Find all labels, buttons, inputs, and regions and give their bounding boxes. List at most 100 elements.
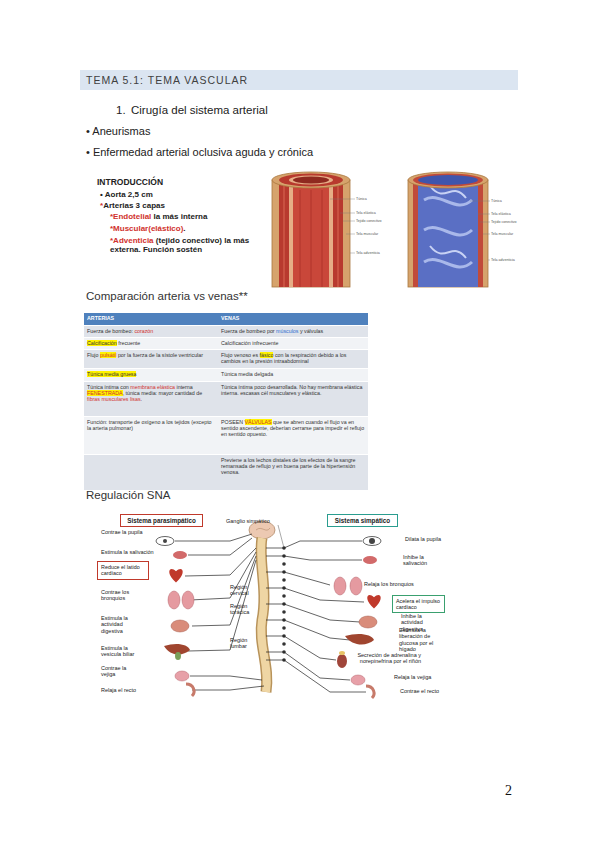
nervous-system-illustration-part (266, 541, 366, 692)
nervous-system-illustration-part-part (192, 686, 264, 690)
part-label: Túnica (491, 199, 502, 203)
bullet-item: • Enfermedad arterial oclusiva aguda y c… (86, 146, 313, 159)
table-cell: Calcificación frecuente (84, 338, 218, 349)
part-label: Tejido conectivo (356, 219, 382, 223)
region-label: Región lumbar (230, 637, 258, 650)
table-cell: Túnica íntima poco desarrollada. No hay … (218, 382, 368, 416)
text-run: *Endotelial (110, 212, 151, 221)
artery-illustration-part (279, 180, 343, 287)
effect-box: Reduce el latido cardíaco (97, 561, 149, 580)
nervous-system-illustration-part-part (363, 537, 381, 546)
system-box: Sistema simpático (327, 514, 398, 527)
artery-illustration-part (279, 174, 343, 187)
text-run: por la fuerza de la sístole ventricular (116, 352, 203, 358)
artery-illustration-part (330, 199, 355, 253)
table-cell (84, 455, 218, 490)
box-text: Reduce el latido cardíaco (101, 564, 145, 576)
text-run: Túnica íntima con (87, 384, 130, 390)
text-run: * (100, 201, 103, 210)
text-run: corazón (134, 328, 153, 334)
text-run: músculos (276, 328, 298, 334)
text-run: Arterias 3 capas (103, 201, 165, 210)
artery-illustration-part (293, 177, 329, 184)
artery-illustration-part-part (340, 213, 355, 214)
vein-illustration-part (470, 201, 490, 260)
table-row: Túnica íntima con membrana elástica inte… (84, 382, 368, 417)
nervous-system-illustration-part-part (282, 642, 286, 646)
table-cell: Función: transporte de oxígeno a los tej… (84, 417, 218, 454)
part-label: Túnica (356, 197, 367, 201)
effect-label: Secreción de adrenalina y norepinefrina … (349, 652, 421, 665)
nervous-system-illustration-part-part (266, 604, 360, 622)
effect-box: Acelera el impulso cardíaco (392, 595, 445, 613)
intro-line: • Aorta 2,5 cm (100, 190, 153, 199)
nervous-system-illustration-part-part (282, 594, 286, 598)
table-cell: Fuerza de bombeo por músculos y válvulas (218, 326, 368, 337)
table-cell: Calcificación infrecuente (218, 338, 368, 349)
text-run: Calcificación (87, 340, 117, 346)
table-cell-text: Función: transporte de oxígeno a los tej… (87, 419, 215, 432)
part-label: Tela elástica (491, 212, 511, 216)
table-header-row: ARTERIASVENAS (84, 313, 368, 326)
nervous-system-illustration-part-part (351, 675, 365, 685)
text-run: POSEEN (221, 419, 245, 425)
text-run: , túnica media: mayor cantidad de (123, 390, 203, 396)
vein-illustration-part (418, 175, 478, 185)
table-row: Calcificación frecuente Calcificación inf… (84, 338, 368, 350)
effect-label: Relaja la vejiga (394, 674, 431, 680)
nervous-system-illustration-part-part (339, 651, 345, 655)
vein-illustration-part-part (470, 201, 490, 202)
text-run: Fuerza de bombeo: (87, 328, 134, 334)
artery-illustration-part-part (350, 253, 355, 254)
effect-label: Contrae la vejiga (101, 665, 137, 678)
table-cell: Flujo venoso es fásico con la respiració… (218, 350, 368, 368)
effect-label: Estimula la actividad digestiva (101, 615, 141, 634)
box-text: Sistema parasimpático (123, 517, 200, 524)
text-run: Fuerza de bombeo por (221, 328, 276, 334)
subheading: Comparación arteria vs venas** (86, 290, 248, 303)
nervous-system-illustration-part-part (188, 538, 252, 555)
table-cell-text: Previene a los lechos distales de los ef… (221, 457, 365, 476)
table-row: Previene a los lechos distales de los ef… (84, 455, 368, 491)
vein-illustration-part (418, 180, 478, 287)
table-cell: Fuerza de bombeo: corazón (84, 326, 218, 337)
text-run: Flujo venoso es (221, 352, 260, 358)
table-cell: Flujo pulsátil por la fuerza de la sísto… (84, 350, 218, 368)
column-header: ARTERIAS (87, 315, 215, 321)
vein-illustration-part (413, 180, 483, 287)
nervous-system-illustration-part-part (190, 676, 262, 680)
nervous-system-illustration-part-part (282, 578, 286, 582)
table-cell-text: Calcificación frecuente (87, 340, 215, 346)
nervous-system-illustration-part-part (345, 634, 374, 645)
section-heading: Cirugía del sistema arterial (131, 104, 268, 117)
table-cell: Previene a los lechos distales de los ef… (218, 455, 368, 490)
text-run: Túnica media gruesa (87, 371, 136, 377)
nervous-system-illustration-part (261, 538, 267, 692)
nervous-system-illustration-part-part (182, 591, 194, 609)
artery-illustration-part (272, 172, 350, 188)
nervous-system-illustration-part (278, 525, 284, 548)
text-run: *Muscular(elástico) (110, 224, 183, 233)
nervous-system-illustration-part-part (163, 539, 167, 543)
table-cell: POSEEN VÁLVULAS que se abren cuando el f… (218, 417, 368, 454)
text-run: Flujo (87, 352, 100, 358)
effect-label: Contrae la pupila (101, 529, 143, 535)
effect-label: Estimula la salivación (101, 549, 154, 555)
page-number: 2 (505, 783, 512, 799)
table-cell-text: Túnica íntima poco desarrollada. No hay … (221, 384, 365, 397)
text-run: pulsátil (100, 352, 117, 358)
table-cell: Túnica íntima con membrana elástica inte… (84, 382, 218, 416)
comparison-table: ARTERIASVENASFuerza de bombeo: corazónFu… (84, 313, 368, 491)
nervous-system-illustration (156, 521, 381, 698)
nervous-system-illustration-part-part (266, 556, 362, 560)
intro-line: *Endotelial la más interna (110, 212, 207, 221)
intro-line: *Arterias 3 capas (100, 201, 165, 210)
vein-illustration-part (430, 186, 466, 258)
table-row: Función: transporte de oxígeno a los tej… (84, 417, 368, 455)
text-run: membrana elástica (130, 384, 175, 390)
nervous-system-illustration-part (261, 538, 267, 692)
nervous-system-illustration-part-part (337, 654, 347, 668)
table-cell-text: Calcificación infrecuente (221, 340, 365, 346)
text-run: frecuente (117, 340, 141, 346)
nervous-system-illustration-part-part (169, 569, 182, 583)
